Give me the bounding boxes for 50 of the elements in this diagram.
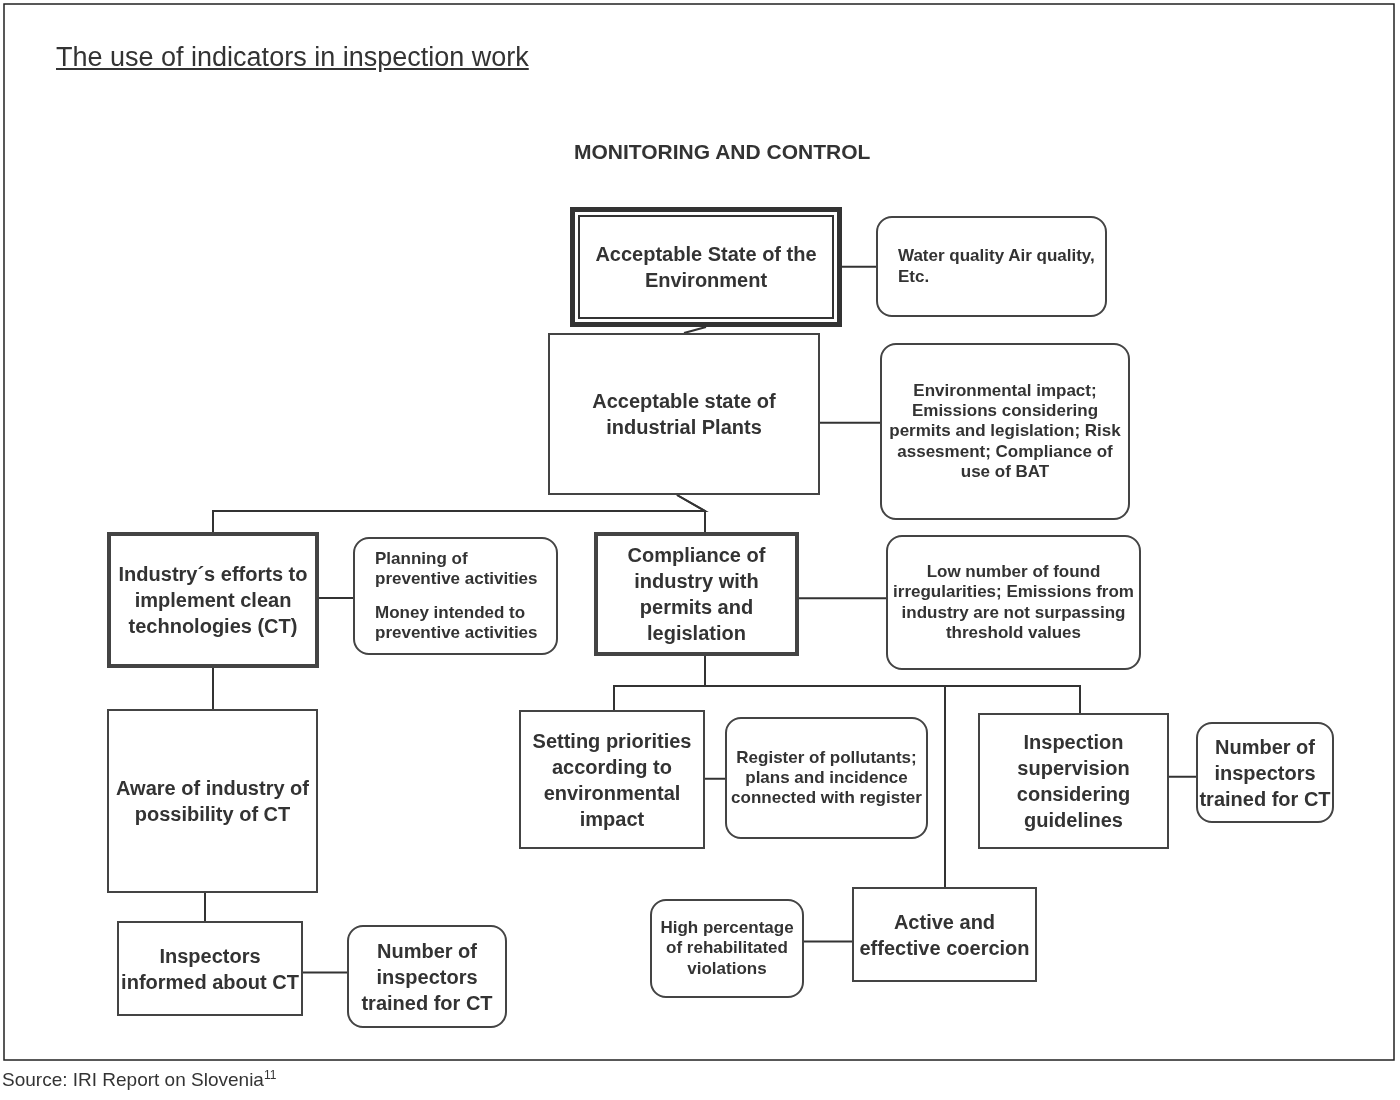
node-text: Acceptable State of the Environment <box>594 242 818 293</box>
diagram-heading: MONITORING AND CONTROL <box>574 140 871 164</box>
source-caption: Source: IRI Report on Slovenia$^{11}$ <box>2 1068 277 1092</box>
process-box <box>107 532 319 668</box>
connector-line <box>676 494 706 533</box>
indicator-box <box>725 717 928 839</box>
node-text: Planning of preventive activities <box>375 548 539 589</box>
indicator-box <box>347 925 507 1028</box>
node-text: Acceptable state of industrial Plants <box>591 389 777 440</box>
connector-line <box>683 326 707 334</box>
connector-line <box>841 265 877 268</box>
indicator-box <box>876 216 1107 317</box>
node-text: Setting priorities according to environmental impact <box>531 728 693 832</box>
connector-line <box>798 597 887 600</box>
node-text: Low number of found irregularities; Emissions from industry are not surpassing threshold values <box>892 562 1135 643</box>
process-box <box>548 333 820 495</box>
process-box <box>570 207 842 327</box>
indicator-box <box>353 537 558 655</box>
page-title: The use of indicators in inspection work <box>56 42 529 73</box>
indicator-box <box>880 343 1130 520</box>
connector-line <box>803 940 853 943</box>
process-box <box>594 532 799 656</box>
connector-line <box>302 971 348 974</box>
process-box <box>978 713 1169 849</box>
connector-line <box>212 667 214 710</box>
process-box <box>852 887 1037 982</box>
indicator-box <box>886 535 1141 670</box>
connector-line <box>704 777 726 780</box>
node-text: Register of pollutants; plans and incidence connected with register <box>730 747 923 809</box>
node-text: Money intended to preventive activities <box>375 603 539 644</box>
node-text: Aware of industry of possibility of CT <box>115 776 310 827</box>
node-text: Compliance of industry with permits and legislation <box>626 543 767 646</box>
node-text: Inspectors informed about CT <box>120 943 300 995</box>
process-box <box>107 709 318 893</box>
node-text: Number of inspectors trained for CT <box>360 938 494 1016</box>
indicator-box <box>650 899 804 998</box>
node-text: Number of inspectors trained for CT <box>1198 734 1332 812</box>
process-box <box>117 921 303 1016</box>
node-text: Industry´s efforts to implement clean technologies (CT) <box>117 562 309 639</box>
node-text: Active and effective coercion <box>858 909 1031 961</box>
node-text: Environmental impact; Emissions considering permits and legislation; Risk assesment; Compliance of use of BAT <box>888 381 1122 482</box>
node-text: Inspection supervision considering guidelines <box>1015 730 1132 833</box>
connector-line <box>819 421 881 424</box>
node-text: Water quality Air quality, Etc. <box>898 246 1096 287</box>
connector-line <box>204 892 206 922</box>
connector-line <box>1168 775 1197 778</box>
indicator-box <box>1196 722 1334 823</box>
node-text: High percentage of rehabilitated violations <box>659 918 795 979</box>
process-box <box>519 710 705 849</box>
connector-line <box>318 597 354 599</box>
